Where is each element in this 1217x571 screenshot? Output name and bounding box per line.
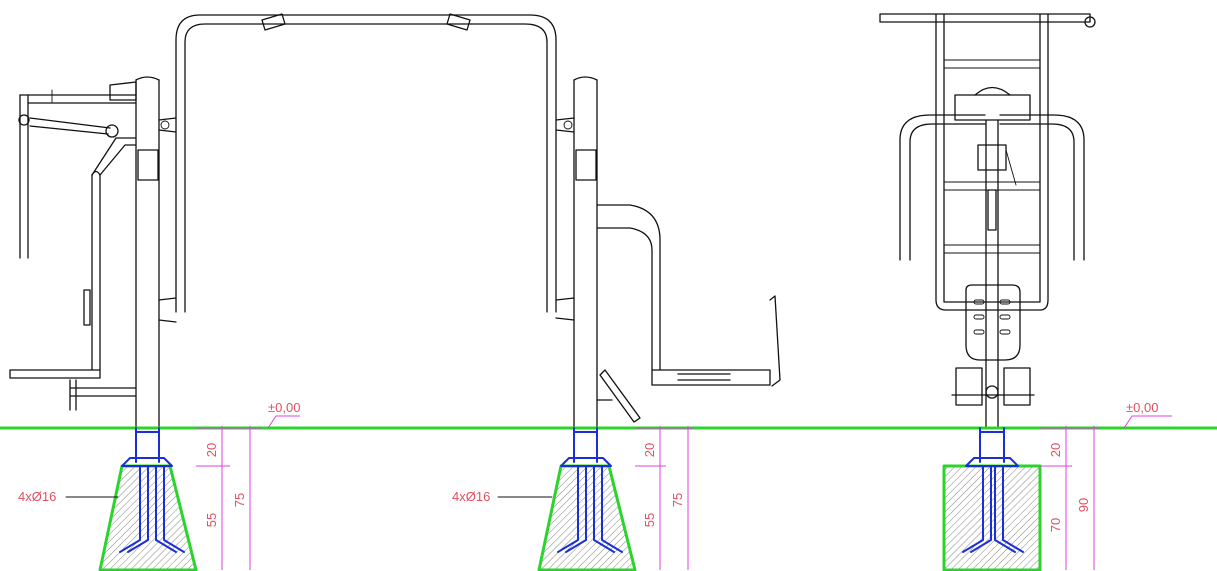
equipment-side-view-right: [555, 76, 781, 429]
dim-1-b: 55: [204, 513, 219, 527]
dim-3-c: 90: [1076, 498, 1091, 512]
level-mark-1: ±0,00: [267, 400, 300, 429]
dim-1-a: 20: [204, 443, 219, 457]
dim-3-b: 70: [1048, 518, 1063, 532]
anchor-label-1: 4xØ16: [18, 489, 56, 504]
dimension-set-3: 20 70 90: [1040, 426, 1100, 570]
level-mark-text-1: ±0,00: [268, 400, 300, 415]
anchor-label-2: 4xØ16: [452, 489, 490, 504]
level-mark-text-2: ±0,00: [1126, 400, 1158, 415]
dim-2-a: 20: [642, 443, 657, 457]
dim-1-c: 75: [232, 493, 247, 507]
equipment-side-view-left: [9, 13, 557, 429]
dim-2-b: 55: [642, 513, 657, 527]
foundation-3: [942, 427, 1042, 571]
level-mark-2: ±0,00: [1123, 400, 1172, 429]
dimension-set-2: 20 55 75: [635, 426, 694, 570]
dimension-set-1: 20 55 75: [196, 426, 262, 570]
foundation-1: [98, 427, 198, 571]
foundation-2: [537, 427, 637, 571]
dim-2-c: 75: [670, 493, 685, 507]
equipment-front-view: [879, 13, 1096, 429]
dim-3-a: 20: [1048, 443, 1063, 457]
